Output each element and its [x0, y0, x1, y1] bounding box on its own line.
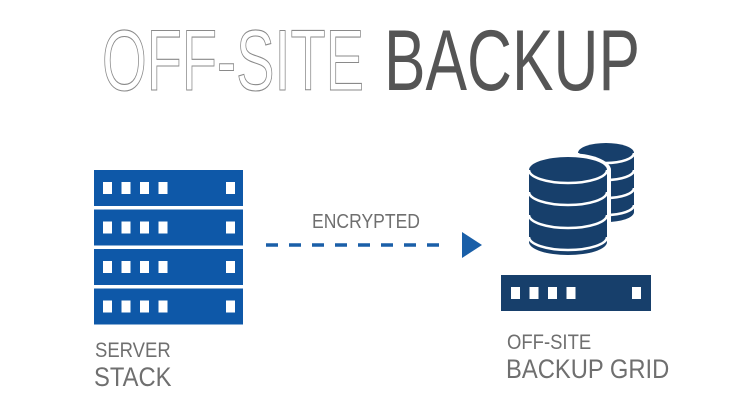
- backup-grid-label-line2: BACKUP GRID: [506, 354, 670, 384]
- server-unit: [94, 209, 243, 246]
- server-light: [158, 221, 168, 234]
- arrow-right-icon: [266, 232, 482, 258]
- server-status-light: [226, 300, 235, 313]
- database-band-line: [527, 236, 609, 252]
- server-light: [140, 261, 149, 273]
- grid-light: [511, 287, 520, 299]
- server-light: [121, 221, 131, 234]
- server-unit-body: [94, 209, 243, 246]
- server-unit-body: [94, 288, 243, 325]
- server-light: [158, 182, 168, 194]
- backup-grid-label-line1: OFF-SITE: [507, 331, 592, 354]
- database-band-line: [527, 191, 609, 207]
- database-band-line: [527, 214, 609, 230]
- server-light: [158, 300, 168, 313]
- server-unit: [94, 170, 243, 206]
- server-stack-label-line1: SERVER: [95, 339, 171, 362]
- grid-status-light: [632, 287, 641, 299]
- server-status-light: [226, 221, 235, 234]
- server-status-light: [226, 182, 235, 194]
- server-light: [140, 182, 149, 194]
- database-body: [529, 170, 607, 255]
- server-light: [121, 300, 131, 313]
- database-icon-front: [525, 153, 611, 259]
- title-bold: BACKUP: [384, 13, 640, 109]
- database-top: [529, 157, 607, 183]
- server-status-light: [226, 261, 235, 273]
- server-stack-icon: [94, 170, 243, 325]
- server-stack-label-line2: STACK: [94, 362, 172, 392]
- server-light: [121, 261, 131, 273]
- server-unit-body: [94, 170, 243, 206]
- server-light: [103, 261, 112, 273]
- server-light: [103, 300, 112, 313]
- server-unit: [94, 288, 243, 325]
- database-top-rim: [527, 169, 609, 185]
- server-light: [121, 182, 131, 194]
- server-light: [103, 221, 112, 234]
- grid-light: [566, 287, 576, 299]
- grid-light: [548, 287, 557, 299]
- encrypted-label: ENCRYPTED: [312, 211, 420, 233]
- backup-grid-bar: [501, 275, 651, 311]
- server-light: [103, 182, 112, 194]
- server-light: [140, 300, 149, 313]
- server-unit-body: [94, 249, 243, 285]
- server-light: [158, 261, 168, 273]
- grid-light: [529, 287, 539, 299]
- server-light: [140, 221, 149, 234]
- title-light: OFF-SITE: [102, 13, 364, 109]
- backup-grid-bar-body: [501, 275, 651, 311]
- server-unit: [94, 249, 243, 285]
- arrow-head: [462, 232, 482, 258]
